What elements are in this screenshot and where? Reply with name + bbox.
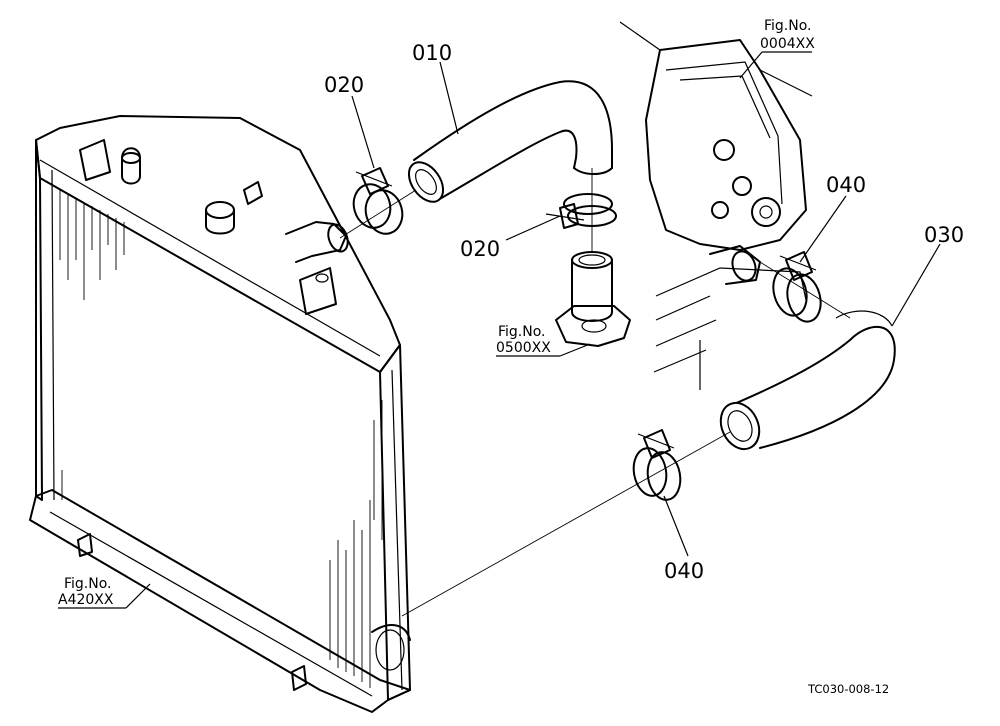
clamp-040-lower xyxy=(632,429,682,501)
fig-ref-a420-line2: A420XX xyxy=(58,592,114,608)
fig-ref-0500-line1: Fig.No. xyxy=(498,324,546,340)
part-number-020-upper: 020 xyxy=(324,73,364,97)
part-number-030: 030 xyxy=(924,223,964,247)
fig-ref-a420-line1: Fig.No. xyxy=(64,576,112,592)
lower-hose-030 xyxy=(719,310,896,451)
fig-ref-0004-line1: Fig.No. xyxy=(764,18,812,34)
clamp-020-upper xyxy=(352,167,404,235)
part-number-040-lower: 040 xyxy=(664,559,704,583)
upper-hose-010 xyxy=(407,80,613,203)
thermostat-housing xyxy=(555,251,631,347)
part-number-040-upper: 040 xyxy=(826,173,866,197)
radiator xyxy=(29,115,411,713)
fig-ref-0500-line2: 0500XX xyxy=(496,340,551,356)
leader-lines xyxy=(58,51,941,609)
clamp-020-lower xyxy=(545,193,617,229)
clamp-040-upper xyxy=(772,251,822,323)
engine-block xyxy=(619,21,813,390)
drawing-code: TC030-008-12 xyxy=(807,682,889,696)
assembly-lines xyxy=(339,168,851,617)
fig-ref-0004-line2: 0004XX xyxy=(760,36,815,52)
part-number-020-lower: 020 xyxy=(460,237,500,261)
part-number-010: 010 xyxy=(412,41,452,65)
